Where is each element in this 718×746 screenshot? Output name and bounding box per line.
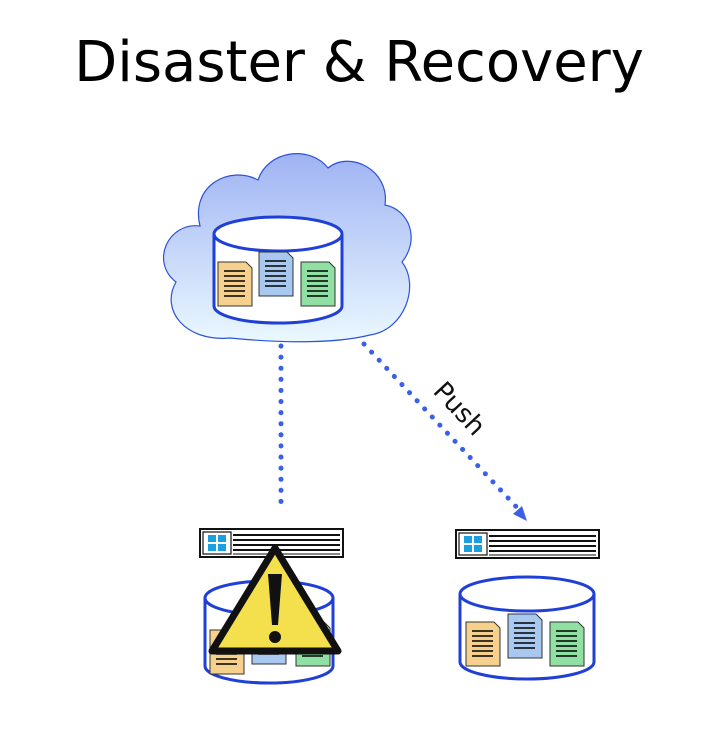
document-icon [258, 251, 294, 297]
document-icon [300, 261, 336, 307]
push-label: Push [427, 376, 491, 442]
push-arrow-head [513, 506, 527, 521]
diagram-title: Disaster & Recovery [74, 30, 644, 95]
document-icon [549, 621, 585, 667]
document-icon [507, 613, 543, 659]
document-icon [217, 261, 253, 307]
server-icon-recovery [455, 529, 600, 559]
document-icon [465, 621, 501, 667]
push-arrow [361, 341, 526, 517]
warning-icon [208, 544, 342, 655]
